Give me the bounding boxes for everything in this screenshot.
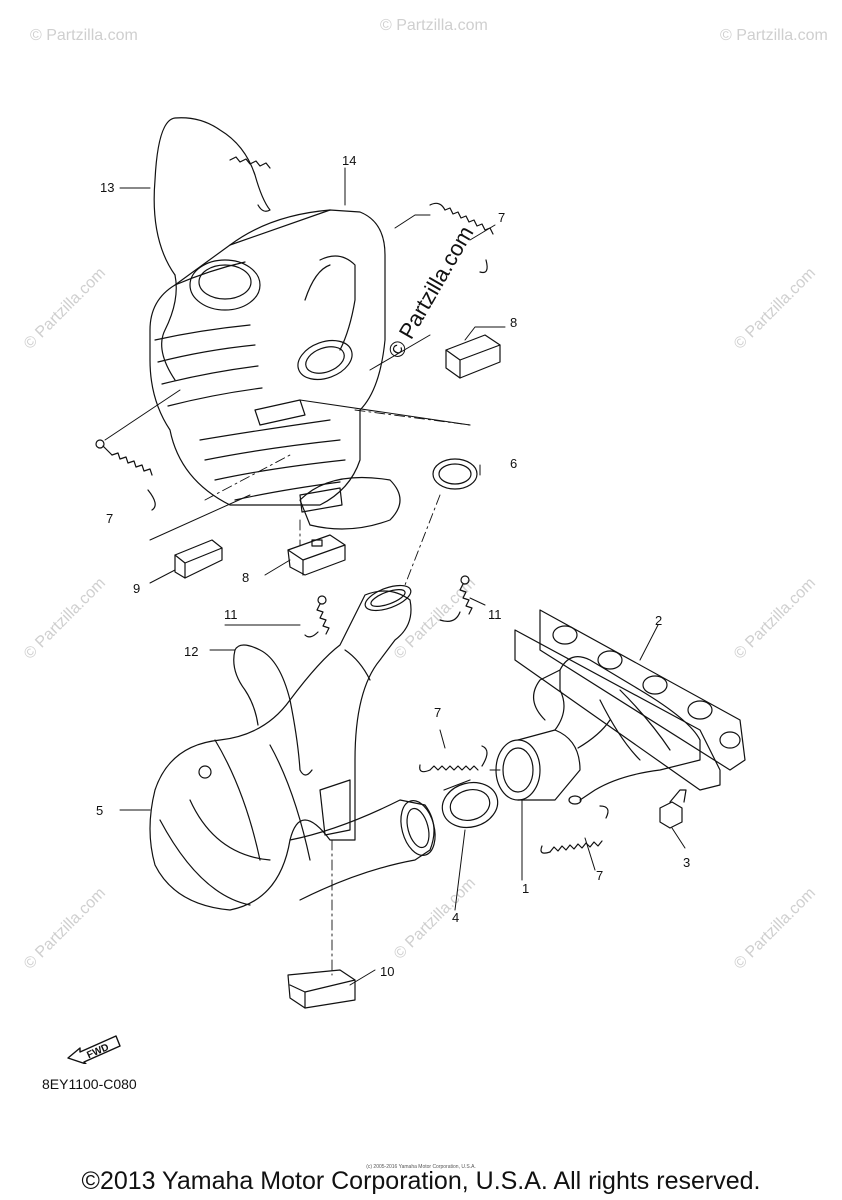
watermark-tile: © Partzilla.com [21,575,109,663]
strap-part-12 [234,644,313,776]
strap-part-13 [153,117,271,276]
expansion-chamber-part-5 [149,584,436,911]
fine-print: (c) 2005-2016 Yamaha Motor Corporation, … [366,1164,476,1170]
spring-part-7-upper-right [429,202,494,274]
callout-2: 2 [655,613,662,628]
spring-part-11-right [439,575,473,622]
watermark-tile: © Partzilla.com [720,27,828,44]
block-part-8-upper [445,334,501,379]
callout-11-left: 11 [224,607,238,622]
strap-part-12-loop [233,649,259,726]
watermark-tile: © Partzilla.com [21,885,109,973]
copyright-notice: ©2013 Yamaha Motor Corporation, U.S.A. A… [81,1167,761,1195]
strap-part-13-lower [161,274,177,381]
spring-part-7-center [419,745,488,773]
callout-14: 14 [342,153,356,168]
spring-part-7-right [540,805,609,854]
callout-3: 3 [683,855,690,870]
exhaust-manifold-part-1 [495,656,701,805]
watermark-tile: © Partzilla.com [731,885,819,973]
callout-7-upper: 7 [498,210,505,225]
callout-numbers: 1 2 3 4 5 6 7 7 7 7 8 8 9 10 11 11 12 13… [96,153,690,979]
callout-7-right: 7 [596,868,603,883]
callout-11-right: 11 [488,607,502,622]
leader-lines [104,167,686,986]
part-code: 8EY1100-C080 [42,1076,137,1092]
callout-12: 12 [184,644,198,659]
callout-8-upper: 8 [510,315,517,330]
watermark-tile: © Partzilla.com [21,265,109,353]
spring-part-7-left [95,439,156,511]
watermark-tiles: © Partzilla.com © Partzilla.com © Partzi… [21,17,828,973]
bolt-part-3 [659,789,687,829]
callout-1: 1 [522,881,529,896]
watermark-partzilla: © Partzilla.com [383,222,479,363]
gasket-part-6 [432,458,478,490]
watermark-tile: © Partzilla.com [391,575,479,663]
assembly-lines [204,409,501,976]
strap-spring-coil [229,156,271,169]
watermark-tile: © Partzilla.com [380,17,488,34]
callout-13: 13 [100,180,114,195]
watermark-tile: © Partzilla.com [391,875,479,963]
flange-gasket-part-2 [514,609,746,791]
callout-7-center: 7 [434,705,441,720]
muffler-part-14 [149,209,401,530]
block-part-10 [287,969,356,1009]
block-part-9 [174,539,223,579]
callout-8-lower: 8 [242,570,249,585]
callout-6: 6 [510,456,517,471]
watermark-tile: © Partzilla.com [731,265,819,353]
watermark-tile: © Partzilla.com [30,27,138,44]
callout-9: 9 [133,581,140,596]
block-part-8-lower [287,534,346,576]
fwd-label: FWD [85,1042,110,1061]
callout-5: 5 [96,803,103,818]
watermark-tile: © Partzilla.com [731,575,819,663]
callout-4: 4 [452,910,459,925]
spring-part-11-left [304,595,330,638]
callout-7-left: 7 [106,511,113,526]
callout-10: 10 [380,964,394,979]
joint-part-4 [441,779,499,829]
forward-arrow-icon: FWD [67,1035,121,1064]
